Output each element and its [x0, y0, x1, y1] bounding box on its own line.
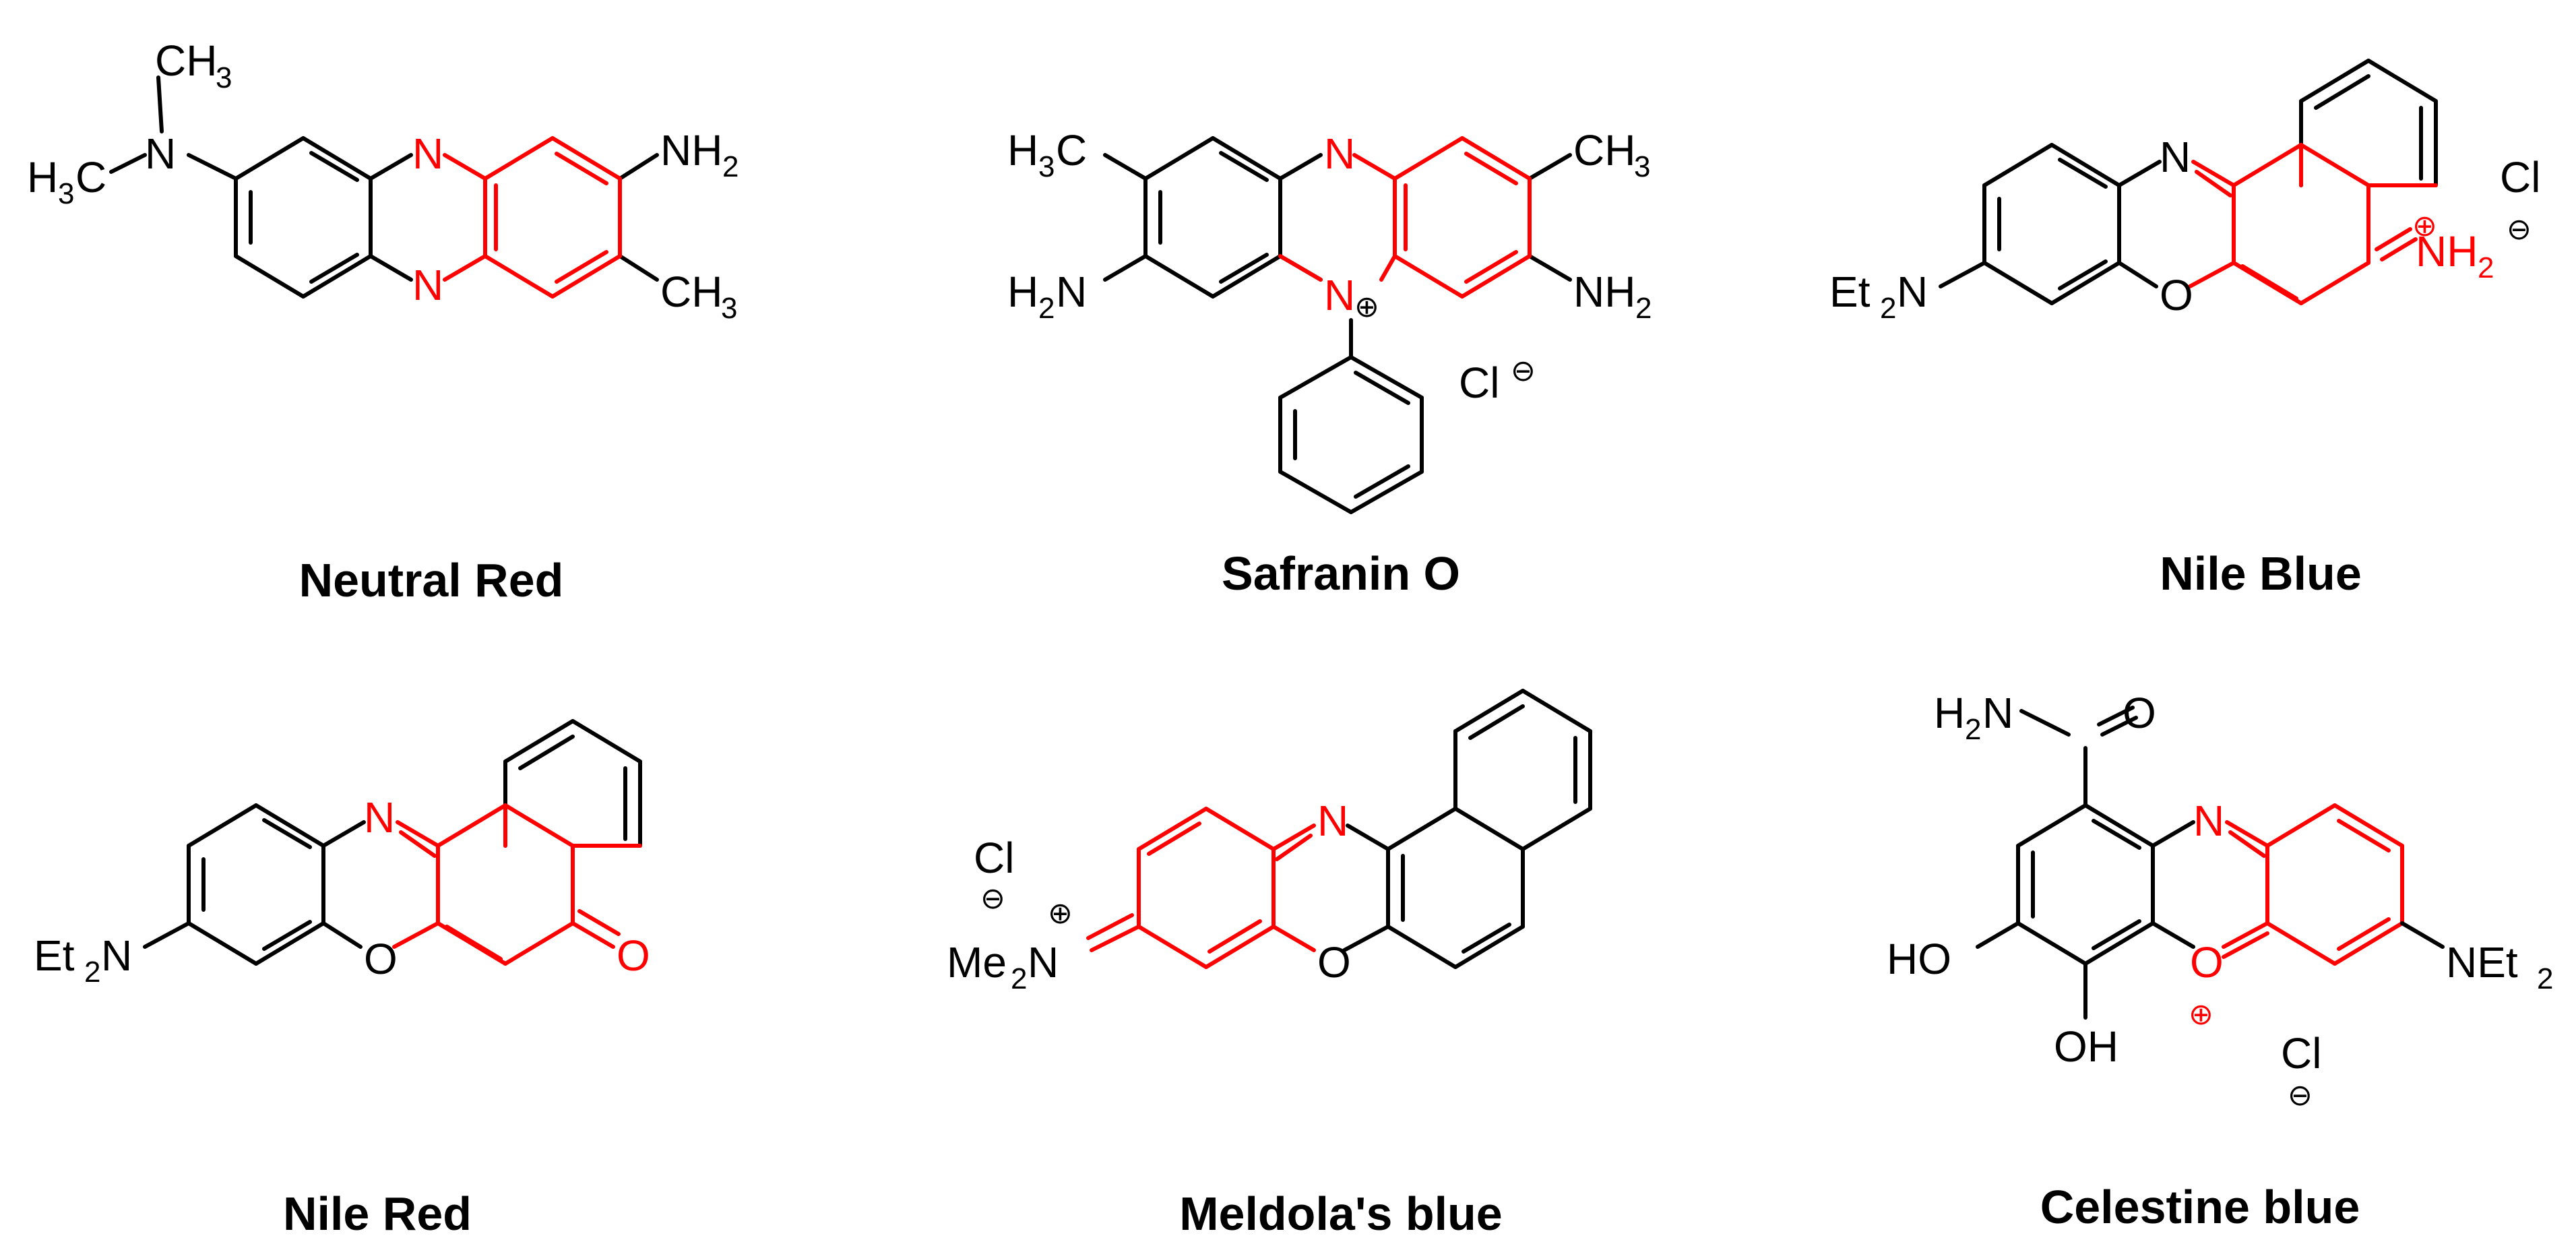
atom-label: HO — [1887, 935, 1951, 983]
atom-label: O — [2123, 689, 2156, 737]
atom-label: N — [145, 129, 176, 178]
atom-label: C — [1056, 126, 1087, 175]
atom-subscript: 2 — [84, 956, 100, 989]
atom-label: NH — [1573, 268, 1635, 316]
atom-label: N — [2193, 797, 2224, 845]
atom-label: Et — [34, 931, 75, 980]
atom-subscript: 2 — [1038, 292, 1055, 325]
atom-label: OH — [2054, 1022, 2118, 1071]
atom-subscript: 3 — [1038, 150, 1055, 183]
safranin-o-structure — [1103, 136, 1572, 514]
atom-label: H — [1007, 126, 1038, 175]
atom-label: N — [1982, 689, 2013, 737]
atom-label: NH — [2416, 227, 2478, 276]
atom-subscript: 3 — [1634, 150, 1650, 183]
atom-label: Me — [947, 938, 1007, 987]
atom-label: N — [1056, 268, 1087, 316]
atom-label: Cl — [2281, 1029, 2321, 1078]
atom-label: N — [1324, 271, 1355, 319]
atom-label: Cl — [974, 834, 1014, 882]
caption-nile-blue: Nile Blue — [2160, 547, 2362, 600]
atom-subscript: 2 — [2478, 251, 2494, 284]
atom-label: Cl — [2500, 153, 2540, 201]
atom-label: CH — [155, 36, 217, 85]
atom-label: O — [2160, 271, 2193, 319]
nile-blue-atom-labels: N Et 2 N O NH 2 ⊕ Cl ⊖ — [1829, 133, 2540, 325]
atom-label: C — [75, 153, 106, 201]
atom-subscript: 3 — [216, 61, 232, 94]
atom-label: O — [364, 935, 398, 983]
atom-label: N — [2160, 133, 2191, 181]
atom-label: N — [412, 129, 443, 178]
atom-label: CH — [660, 268, 722, 316]
nile-red-structure — [143, 719, 642, 966]
meldolas-blue-structure — [1086, 689, 1592, 969]
nile-blue-structure — [1939, 59, 2438, 305]
atom-label: O — [617, 931, 650, 980]
atom-label: CH — [1573, 126, 1635, 175]
atom-label: N — [1324, 129, 1355, 178]
charge-plus: ⊕ — [1354, 290, 1379, 323]
charge-plus: ⊕ — [2412, 210, 2437, 243]
neutral-red-atom-labels: N CH 3 H 3 C N N NH 2 CH 3 — [27, 36, 739, 325]
atom-label: NEt — [2446, 938, 2518, 987]
nile-red-atom-labels: N Et 2 N O O — [34, 793, 650, 989]
atom-label: N — [1317, 797, 1348, 845]
atom-label: Cl — [1459, 359, 1499, 407]
atom-label: H — [27, 153, 58, 201]
atom-label: N — [364, 793, 395, 842]
caption-nile-red: Nile Red — [283, 1187, 472, 1239]
atom-label: N — [1028, 938, 1059, 987]
atom-label: N — [101, 931, 132, 980]
charge-minus: ⊖ — [2288, 1079, 2313, 1112]
atom-label: H — [1007, 268, 1038, 316]
charge-minus: ⊖ — [980, 882, 1005, 915]
atom-label: N — [1897, 268, 1928, 316]
caption-neutral-red: Neutral Red — [299, 554, 564, 607]
charge-minus: ⊖ — [1511, 354, 1536, 387]
caption-celestine-blue: Celestine blue — [2040, 1181, 2360, 1233]
atom-label: O — [2190, 938, 2224, 987]
atom-label: Et — [1829, 268, 1871, 316]
charge-minus: ⊖ — [2507, 213, 2532, 246]
atom-subscript: 2 — [1635, 292, 1652, 325]
atom-subscript: 3 — [58, 177, 74, 210]
caption-safranin-o: Safranin O — [1222, 547, 1460, 600]
atom-subscript: 2 — [1965, 713, 1981, 746]
atom-subscript: 3 — [721, 292, 737, 325]
atom-subscript: 2 — [1011, 962, 1027, 995]
celestine-blue-structure — [1976, 706, 2445, 1020]
atom-label: H — [1934, 689, 1965, 737]
atom-subscript: 2 — [1880, 292, 1896, 325]
charge-plus: ⊕ — [2189, 998, 2213, 1031]
atom-label: O — [1317, 938, 1351, 987]
meldolas-blue-atom-labels: Cl ⊖ ⊕ Me 2 N N O — [947, 797, 1351, 995]
caption-meldolas-blue: Meldola's blue — [1179, 1187, 1503, 1239]
neutral-red-structure — [109, 75, 659, 299]
safranin-o-atom-labels: H 3 C N CH 3 H 2 N N ⊕ NH 2 Cl ⊖ — [1007, 126, 1652, 407]
charge-plus: ⊕ — [1048, 897, 1073, 930]
atom-subscript: 2 — [2537, 962, 2553, 995]
atom-label: N — [412, 261, 443, 309]
celestine-blue-atom-labels: H 2 N O N HO OH O ⊕ NEt 2 Cl ⊖ — [1887, 689, 2553, 1112]
atom-label: NH — [660, 126, 722, 175]
atom-subscript: 2 — [722, 150, 739, 183]
